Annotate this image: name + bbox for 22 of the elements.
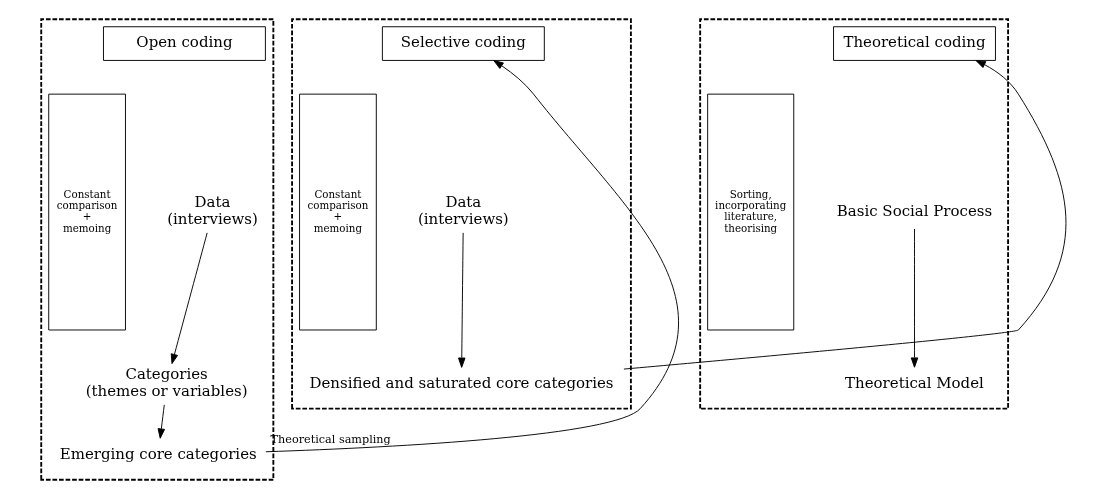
arrow [910,228,918,368]
arrow [170,232,208,365]
cluster [698,18,1009,410]
arrow [457,232,465,368]
node-box: Theoretical coding [832,26,996,61]
edge-label: Theoretical sampling [270,433,391,447]
node-text: Data (interviews) [166,193,258,229]
cluster [290,18,632,410]
node-box: Open coding [102,26,266,61]
node-text: Emerging core categories [59,444,257,463]
arrow [622,60,1066,370]
node-text: Categories (themes or variables) [85,365,248,401]
node-box: Constant comparison + memoing [47,93,126,331]
node-text: Densified and saturated core categories [308,373,614,392]
node-box: Selective coding [381,26,545,61]
arrow [264,60,679,453]
node-box: Constant comparison + memoing [298,93,377,331]
node-box: Sorting, incorporating literature, theorising [706,93,794,331]
arrow [157,404,165,439]
node-text: Theoretical Model [844,373,984,392]
node-text: Basic Social Process [836,201,992,220]
node-text: Data (interviews) [417,193,509,229]
